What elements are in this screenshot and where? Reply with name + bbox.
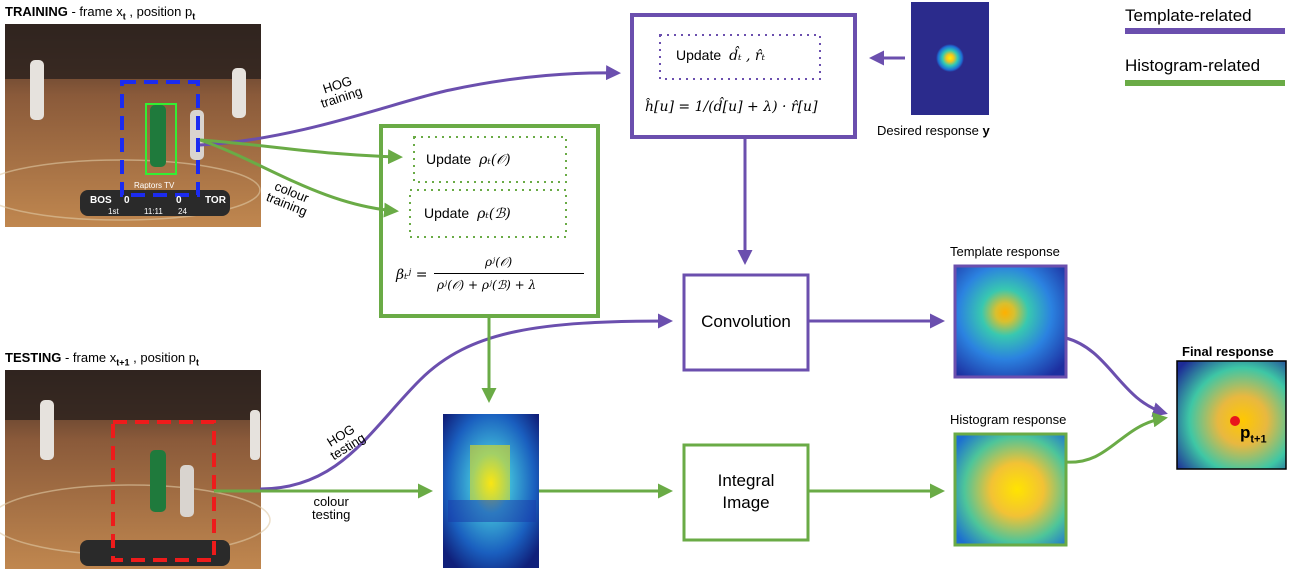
predicted-position-label: pt+1 [1240,423,1267,446]
histogram-response-label: Histogram response [950,412,1067,427]
desired-response-label: Desired response y [877,123,990,138]
scoreboard-team-right: TOR [205,195,226,206]
beta-denominator: ρʲ(𝒪) + ρʲ(ℬ) + λ [437,278,537,292]
template-to-final-arrow [1065,336,1168,417]
scoreboard-clock: 11:11 [144,207,163,216]
histogram-response-image [955,434,1066,545]
template-update-box [630,13,857,139]
colour-training-object-arrow [199,138,403,165]
legend-template-label: Template-related [1125,6,1252,25]
probability-map-image [443,414,539,568]
beta-numerator: ρʲ(𝒪) [485,255,513,269]
training-title: TRAINING - frame xt , position pt [5,4,196,22]
scoreboard-shot-clock: 24 [178,207,187,216]
scoreboard-network: Raptors TV [134,181,175,190]
scoreboard-quarter: 1st [108,207,119,216]
template-response-label: Template response [950,244,1060,259]
colour-training-background-arrow [199,138,399,218]
filter-formula: ĥ[u] = 1/(d̂[u] + λ) · r̂[u] [645,99,818,115]
beta-fraction-bar [434,273,584,274]
training-frame-image [0,24,261,227]
hog-training-arrow [199,65,621,147]
hog-testing-arrow [259,313,673,491]
scoreboard-score-left: 0 [124,195,130,206]
convolution-label: Convolution [701,312,791,331]
predicted-position-marker [1230,416,1240,426]
desired-response-image [911,2,989,115]
legend-histogram-label: Histogram-related [1125,56,1261,75]
scoreboard-team-left: BOS [90,195,112,206]
testing-frame-image [0,370,271,569]
scoreboard-score-right: 0 [176,195,182,206]
final-response-image [1176,360,1287,470]
beta-lhs: βₜʲ = [396,267,428,283]
testing-title: TESTING - frame xt+1 , position pt [5,350,200,368]
final-response-label: Final response [1182,344,1274,359]
histogram-to-final-arrow [1065,412,1168,464]
template-response-image [955,266,1066,377]
